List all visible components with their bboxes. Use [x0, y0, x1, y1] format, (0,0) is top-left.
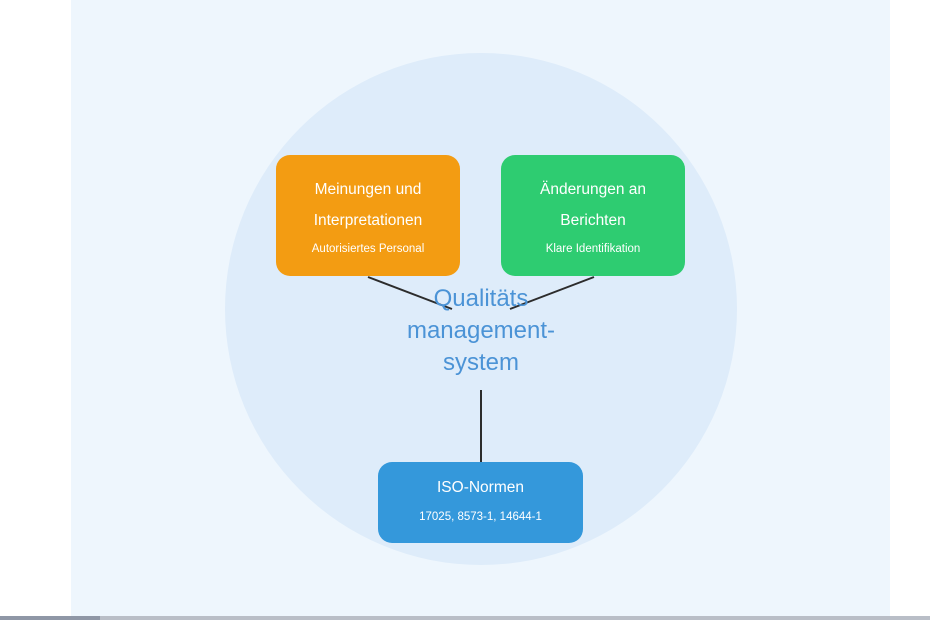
connector-changes	[509, 276, 595, 310]
bottom-scrollbar[interactable]	[0, 616, 930, 620]
node-opinions: Meinungen und Interpretationen Autorisie…	[276, 155, 460, 276]
node-iso-title: ISO-Normen	[437, 479, 524, 496]
node-iso-subtitle: 17025, 8573-1, 14644-1	[419, 511, 542, 523]
node-opinions-subtitle: Autorisiertes Personal	[311, 243, 425, 255]
node-changes: Änderungen an Berichten Klare Identifika…	[501, 155, 685, 276]
center-label: Qualitäts management- system	[406, 285, 556, 376]
node-changes-subtitle: Klare Identifikation	[545, 243, 641, 255]
node-iso: ISO-Normen 17025, 8573-1, 14644-1	[378, 462, 583, 543]
scrollbar-thumb[interactable]	[0, 616, 100, 620]
node-opinions-title: Meinungen und Interpretationen	[313, 181, 423, 229]
connector-opinions	[367, 276, 453, 310]
node-changes-title: Änderungen an Berichten	[539, 181, 646, 229]
